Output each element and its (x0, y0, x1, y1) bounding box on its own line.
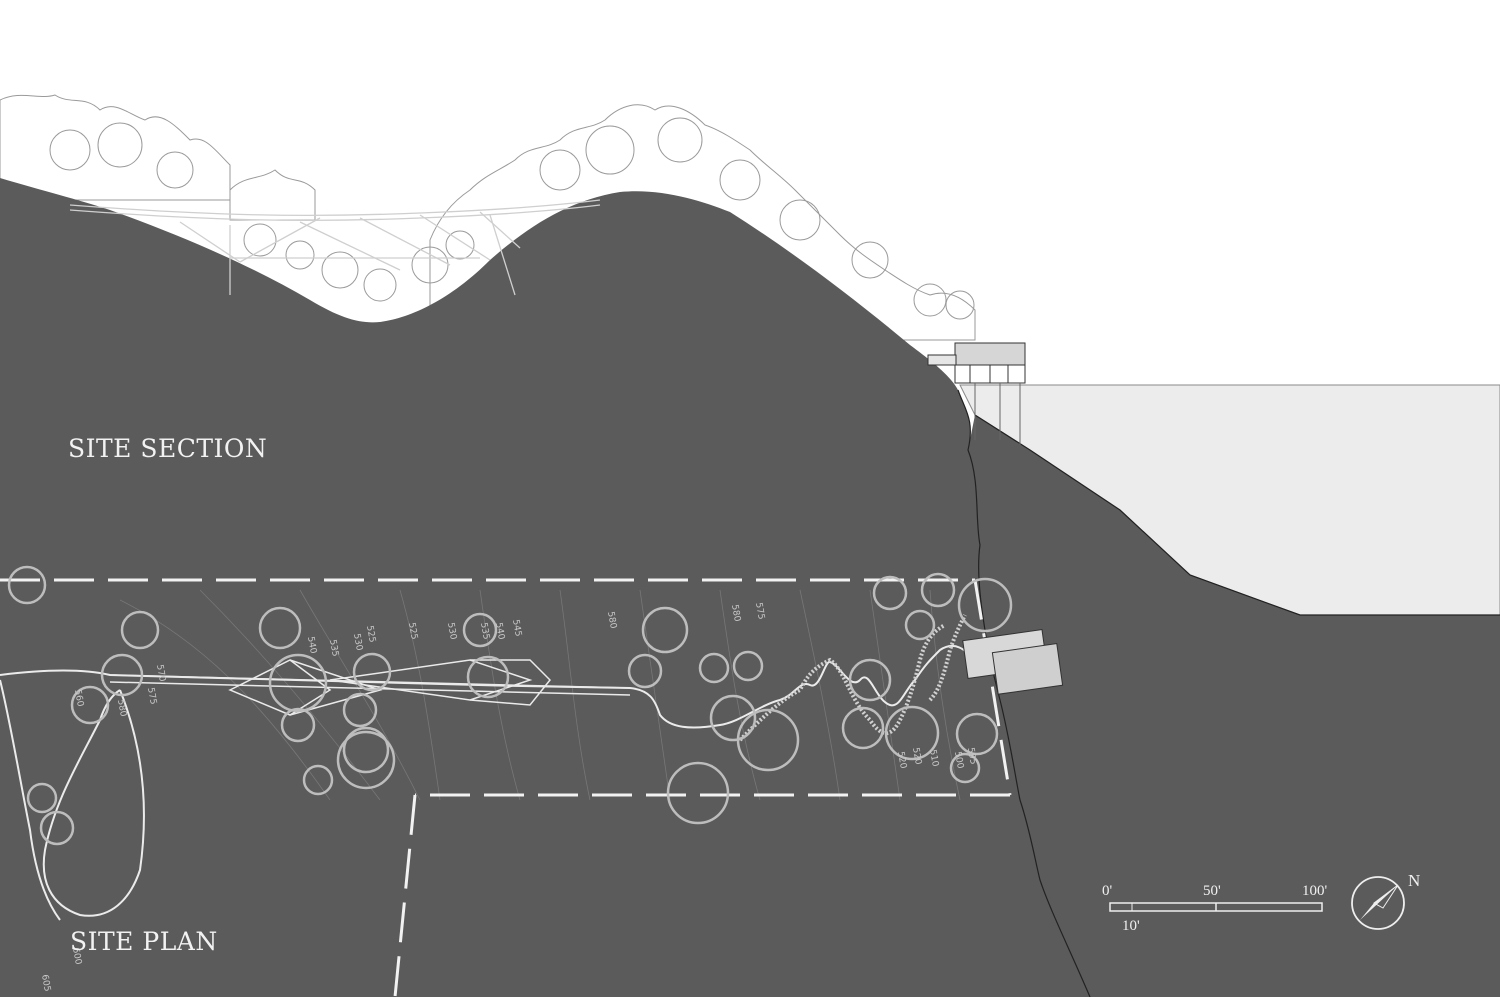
contour-label: 570 (154, 664, 167, 683)
ground-mass (0, 178, 1090, 997)
contour-label: 535 (327, 639, 340, 658)
contour-label: 575 (145, 687, 158, 706)
contour-label: 595 (965, 747, 978, 766)
site-plan-label: SITE PLAN (70, 927, 218, 956)
contour-labels: 570 580 575 560 540 535 530 525 525 530 … (39, 602, 978, 993)
contour-label: 525 (406, 622, 419, 641)
contour-label: 600 (70, 947, 83, 966)
contour-label: 540 (493, 622, 506, 641)
tree-circles (7, 565, 1013, 846)
site-section-label: SITE SECTION (68, 434, 268, 463)
contour-label: 540 (305, 636, 318, 655)
trail-path-switchbacks (738, 614, 967, 742)
ground-mass-right (968, 415, 1500, 997)
north-arrow-icon: N (1351, 871, 1420, 930)
contour-label: 545 (510, 619, 523, 638)
contour-label: 530 (351, 633, 364, 652)
scale-tick-0: 0' (1102, 883, 1113, 899)
contour-label: 530 (445, 622, 458, 641)
boathouse-plan (962, 629, 1064, 695)
contour-label: 580 (729, 604, 742, 623)
contour-label: 520 (895, 751, 908, 770)
contour-label: 525 (364, 625, 377, 644)
contour-label: 520 (910, 747, 923, 766)
contour-label: 580 (605, 611, 618, 630)
site-boundary (0, 578, 1012, 997)
tree-canopy-outline (0, 94, 976, 341)
contour-label: 535 (478, 622, 491, 641)
contour-label: 500 (952, 751, 965, 770)
scale-tick-10: 10' (1122, 918, 1140, 934)
cliff-edge-line (957, 389, 1091, 997)
contour-label: 605 (39, 974, 52, 993)
bridge-plan (109, 659, 631, 716)
scale-bar: 0' 50' 100' 10' (1102, 883, 1328, 934)
water-edge-line (974, 414, 1500, 616)
contour-label: 510 (927, 749, 940, 768)
north-letter: N (1408, 871, 1420, 890)
contour-label: 580 (115, 699, 128, 718)
boathouse-section (927, 342, 1026, 445)
scale-tick-100: 100' (1302, 883, 1328, 899)
suspension-bridge-section (69, 199, 601, 296)
contour-label: 560 (72, 689, 85, 708)
contour-label: 575 (753, 602, 766, 621)
scale-tick-50: 50' (1203, 883, 1221, 899)
